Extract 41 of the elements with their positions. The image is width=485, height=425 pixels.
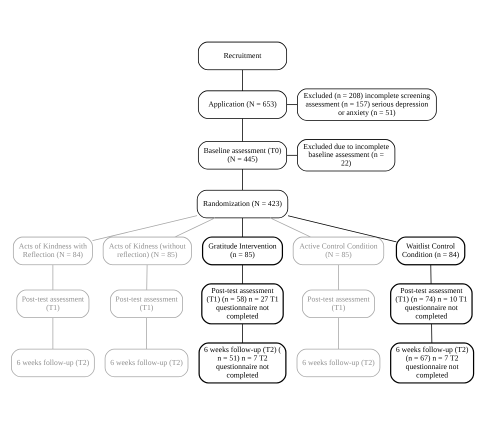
- node-box: Post-test assessment (T1) (n = 74) n = 10 T1 questionnaire not completed: [390, 283, 473, 324]
- node-box: Randomization (N = 423): [196, 190, 288, 218]
- node-box: 6 weeks follow-up (T2): [104, 348, 188, 378]
- connector: [338, 264, 339, 290]
- node-box: Recruitment: [198, 42, 288, 70]
- node-box: Post-test assessment (T1): [16, 290, 90, 318]
- connector: [52, 264, 54, 290]
- node-box: Post-test assessment (T1): [110, 290, 183, 318]
- node-box: Active Control Condition (N = 85): [292, 236, 384, 266]
- node-box: Post-test assessment (T1) (n = 58) n = 27 T1 questionnaire not completed: [201, 283, 284, 324]
- connector: [270, 218, 312, 238]
- node-box: Acts of Kidness (without reflection) (N = 85): [102, 236, 192, 266]
- node-box: Gratitude Intervention (n = 85): [202, 236, 284, 266]
- node-box: Waitlist Control Condition (n = 84): [396, 236, 466, 266]
- node-box: Excluded (n = 208) incomplete screening assessment (n = 157) serious depression or anxiety (n = 51): [297, 88, 437, 121]
- connector: [242, 168, 243, 191]
- node-box: 6 weeks follow-up (T2): [296, 348, 380, 378]
- connector: [430, 264, 432, 284]
- connector: [242, 69, 243, 92]
- connector: [288, 215, 397, 242]
- node-box: Acts of Kindness with Reflection (N = 84): [12, 236, 93, 266]
- connector: [174, 218, 216, 238]
- node-box: Baseline assessment (T0) (N = 445): [198, 141, 288, 170]
- connector: [286, 104, 298, 106]
- node-box: 6 weeks follow-up (T2) ( n = 51) n = 7 T2 questionnaire not completed: [198, 342, 286, 384]
- connector: [242, 218, 243, 238]
- connector: [431, 324, 432, 344]
- connector: [242, 118, 243, 142]
- node-box: Application (N = 653): [198, 90, 288, 119]
- node-box: 6 weeks follow-up (T2): [11, 348, 95, 378]
- connector: [92, 215, 198, 242]
- connector: [146, 264, 148, 290]
- connector: [242, 264, 243, 284]
- connector: [286, 154, 298, 156]
- node-box: Excluded due to incomplete baseline assessment (n = 22): [297, 139, 396, 172]
- node-box: Post-test assessment (T1): [302, 290, 375, 318]
- node-box: 6 weeks follow-up (T2) (n = 67) n = 7 T2 questionnaire not completed: [390, 342, 474, 384]
- connector: [146, 317, 147, 350]
- connector: [242, 324, 243, 344]
- connector: [52, 317, 54, 350]
- connector: [338, 317, 339, 350]
